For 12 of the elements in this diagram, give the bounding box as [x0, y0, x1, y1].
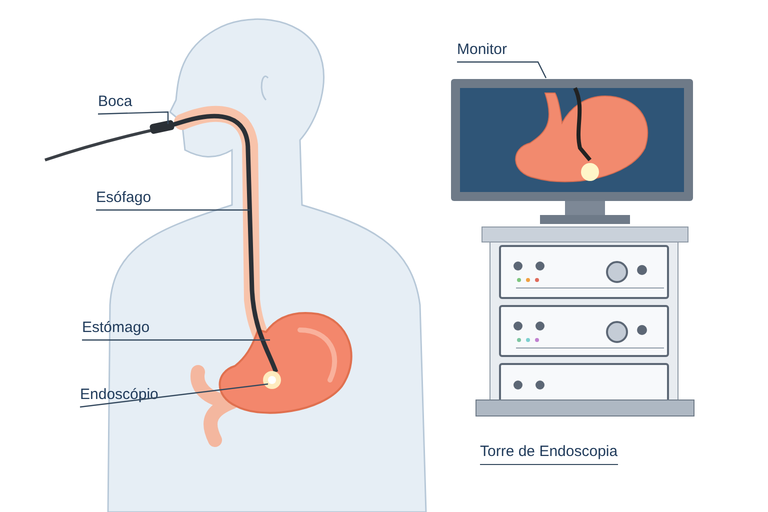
part-label: Boca: [98, 92, 160, 112]
monitor-drawing: [450, 78, 694, 226]
leader-line: [80, 383, 268, 408]
part-label: Endoscópio: [80, 385, 168, 405]
leader-line: [98, 111, 169, 124]
leader-line: [96, 209, 250, 211]
leader-line: [457, 61, 547, 78]
part-label: Esófago: [96, 188, 172, 208]
part-label: Monitor: [457, 40, 523, 60]
leader-line: [82, 339, 270, 341]
caption-label: Torre de Endoscopia: [480, 442, 618, 465]
part-label: Estómago: [82, 318, 162, 338]
